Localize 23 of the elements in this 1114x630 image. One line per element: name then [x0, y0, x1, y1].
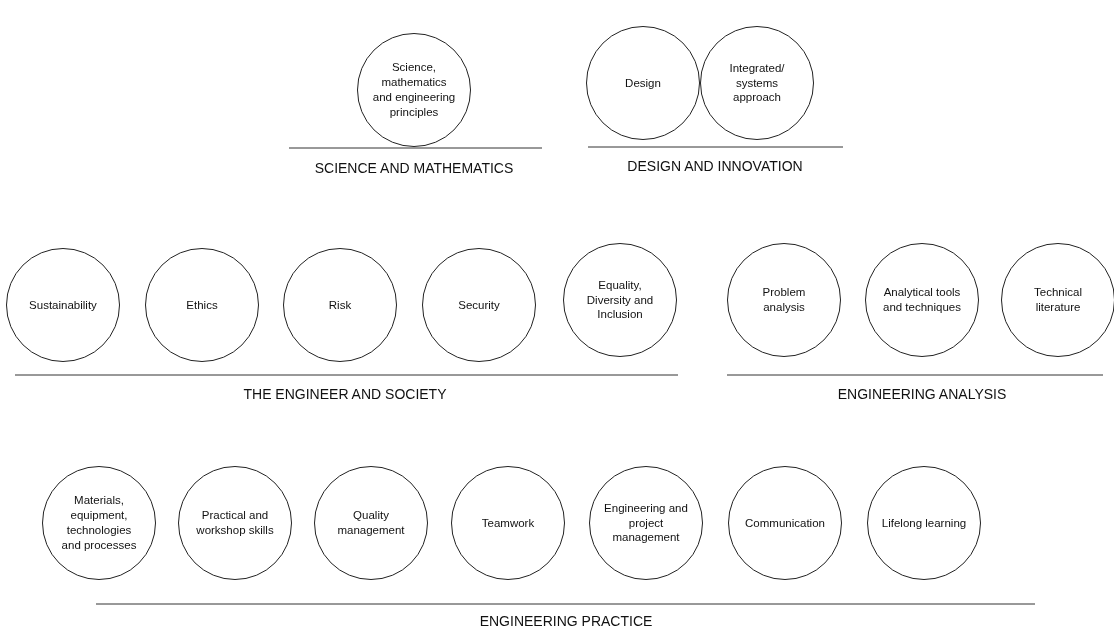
topic-label: Teamwork	[480, 515, 536, 531]
group-heading: DESIGN AND INNOVATION	[627, 158, 803, 174]
topic-label: Analytical tools and techniques	[882, 285, 962, 315]
topic-label: Sustainability	[28, 297, 98, 313]
topic-label: Equality, Diversity and Inclusion	[585, 277, 655, 323]
topic-label: Science, mathematics and engineering principles	[371, 60, 457, 120]
topic-label: Practical and workshop skills	[195, 508, 275, 538]
topic-label: Ethics	[185, 297, 219, 313]
group-heading: ENGINEERING ANALYSIS	[837, 386, 1007, 402]
topic-label: Communication	[744, 515, 826, 531]
topic-label: Engineering and project management	[603, 500, 689, 546]
topic-label: Risk	[327, 297, 353, 313]
topic-label: Lifelong learning	[881, 515, 967, 531]
topic-label: Technical literature	[1033, 285, 1083, 315]
topic-label: Security	[457, 297, 501, 313]
topic-label: Problem analysis	[761, 285, 807, 315]
topic-label: Design	[624, 75, 662, 91]
topic-label: Materials, equipment, technologies and processes	[60, 493, 138, 553]
group-heading: ENGINEERING PRACTICE	[479, 613, 653, 629]
group-heading: SCIENCE AND MATHEMATICS	[314, 160, 514, 176]
topic-label: Integrated/ systems approach	[728, 60, 786, 106]
group-heading: THE ENGINEER AND SOCIETY	[243, 386, 447, 402]
topic-label: Quality management	[336, 508, 406, 538]
